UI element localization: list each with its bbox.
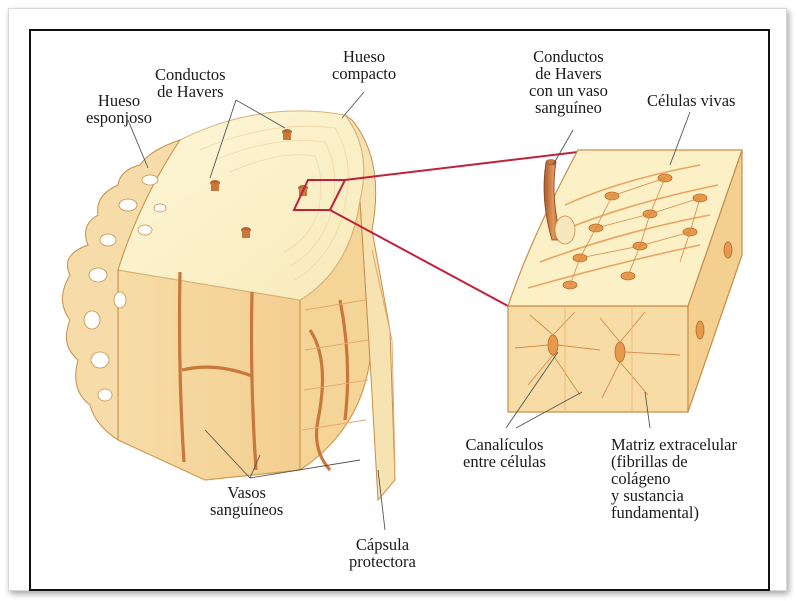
label-canaliculos: Canalículos entre células (463, 436, 546, 470)
label-hueso-compacto: Hueso compacto (332, 48, 396, 82)
label-vasos-sanguineos: Vasos sanguíneos (210, 484, 283, 518)
zoom-line-top (345, 152, 578, 180)
bone-front-face (118, 270, 300, 480)
canal-2 (210, 180, 220, 191)
leader-havers-vaso (553, 130, 573, 165)
label-conductos-havers: Conductos de Havers (155, 66, 226, 100)
leader-esponjoso (128, 120, 148, 168)
label-matriz-extracelular: Matriz extracelular (fibrillas de coláge… (611, 436, 737, 521)
bone-block (63, 111, 396, 500)
label-capsula-protectora: Cápsula protectora (349, 536, 416, 570)
magnified-block (508, 150, 742, 412)
canal-1 (282, 129, 292, 140)
magnified-front-face (508, 306, 688, 412)
label-celulas-vivas: Células vivas (647, 92, 735, 109)
leader-compacto (342, 92, 364, 118)
label-hueso-esponjoso: Hueso esponjoso (86, 92, 152, 126)
label-conductos-havers-vaso: Conductos de Havers con un vaso sanguíne… (529, 48, 608, 116)
canal-4 (241, 227, 251, 238)
